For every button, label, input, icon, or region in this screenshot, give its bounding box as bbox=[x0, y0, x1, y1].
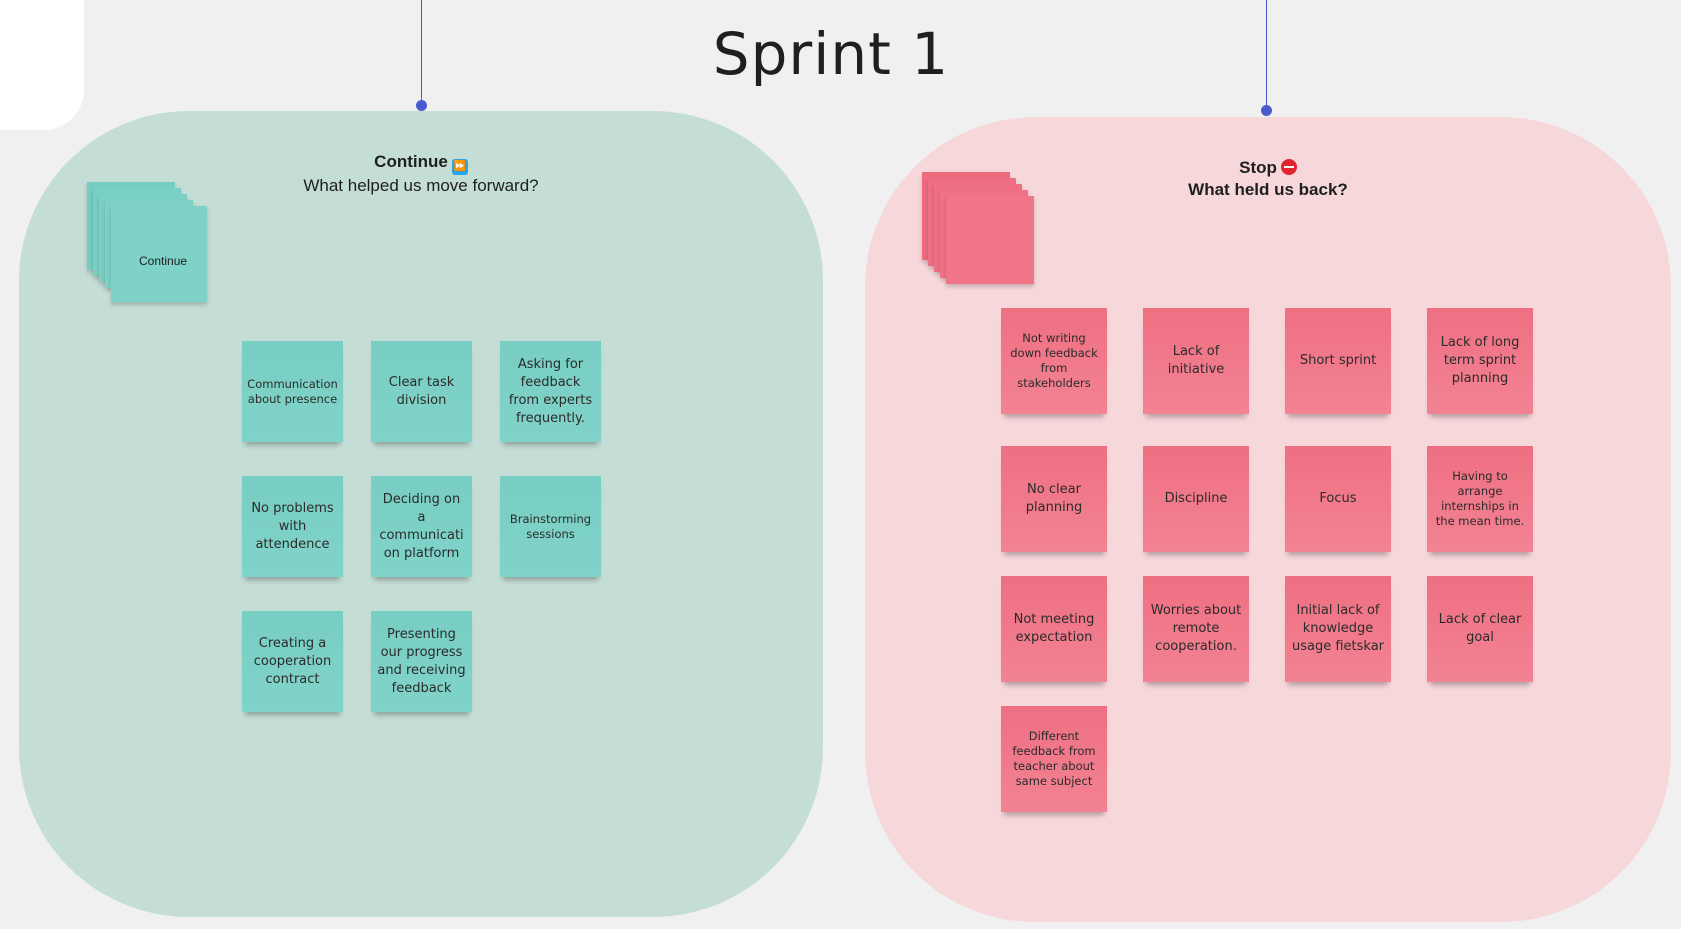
continue-frame-header: Continue⏩ What helped us move forward? bbox=[19, 151, 823, 197]
connector-line-continue bbox=[416, 0, 427, 111]
sticky-note[interactable]: Different feedback from teacher about sa… bbox=[1001, 706, 1107, 812]
sticky-note[interactable]: Worries about remote cooperation. bbox=[1143, 576, 1249, 682]
connector-dot[interactable] bbox=[416, 100, 427, 111]
sticky-note[interactable]: No clear planning bbox=[1001, 446, 1107, 552]
continue-frame[interactable]: Continue⏩ What helped us move forward? C… bbox=[19, 111, 823, 917]
connector-line-stop bbox=[1261, 0, 1272, 116]
sticky-note[interactable]: Asking for feedback from experts frequen… bbox=[500, 341, 601, 442]
no-entry-icon bbox=[1280, 159, 1297, 175]
continue-stack-label: Continue bbox=[139, 254, 188, 268]
fast-forward-icon: ⏩ bbox=[451, 159, 468, 175]
sticky-note[interactable]: Having to arrange internships in the mea… bbox=[1427, 446, 1533, 552]
sticky-note[interactable]: Discipline bbox=[1143, 446, 1249, 552]
sticky-note[interactable]: Presenting our progress and receiving fe… bbox=[371, 611, 472, 712]
board-title[interactable]: Sprint 1 bbox=[712, 20, 950, 88]
stop-frame-subtitle[interactable]: What held us back? bbox=[1188, 180, 1348, 199]
sticky-note[interactable]: Lack of initiative bbox=[1143, 308, 1249, 414]
connector-dot[interactable] bbox=[1261, 105, 1272, 116]
sticky-note[interactable]: Not writing down feedback from stakehold… bbox=[1001, 308, 1107, 414]
sticky-note[interactable]: Communication about presence bbox=[242, 341, 343, 442]
sticky-note[interactable]: Lack of clear goal bbox=[1427, 576, 1533, 682]
stop-frame[interactable]: Stop What held us back? Not writing down… bbox=[865, 117, 1671, 922]
sticky-note[interactable]: No problems with attendence bbox=[242, 476, 343, 577]
stop-frame-title[interactable]: Stop bbox=[1239, 158, 1277, 177]
sticky-note[interactable]: Focus bbox=[1285, 446, 1391, 552]
sticky-note[interactable]: Not meeting expectation bbox=[1001, 576, 1107, 682]
sticky-note[interactable]: Deciding on a communicati on platform bbox=[371, 476, 472, 577]
stop-frame-header: Stop What held us back? bbox=[865, 157, 1671, 201]
continue-frame-title[interactable]: Continue bbox=[374, 152, 448, 171]
sticky-note[interactable]: Brainstorming sessions bbox=[500, 476, 601, 577]
continue-frame-subtitle[interactable]: What helped us move forward? bbox=[303, 176, 539, 195]
corner-panel bbox=[0, 0, 84, 130]
stack-sheet bbox=[111, 206, 207, 302]
sticky-note[interactable]: Creating a cooperation contract bbox=[242, 611, 343, 712]
sticky-note[interactable]: Clear task division bbox=[371, 341, 472, 442]
sticky-note[interactable]: Lack of long term sprint planning bbox=[1427, 308, 1533, 414]
stack-sheet bbox=[946, 196, 1034, 284]
sticky-note[interactable]: Short sprint bbox=[1285, 308, 1391, 414]
sticky-note[interactable]: Initial lack of knowledge usage fietskar bbox=[1285, 576, 1391, 682]
